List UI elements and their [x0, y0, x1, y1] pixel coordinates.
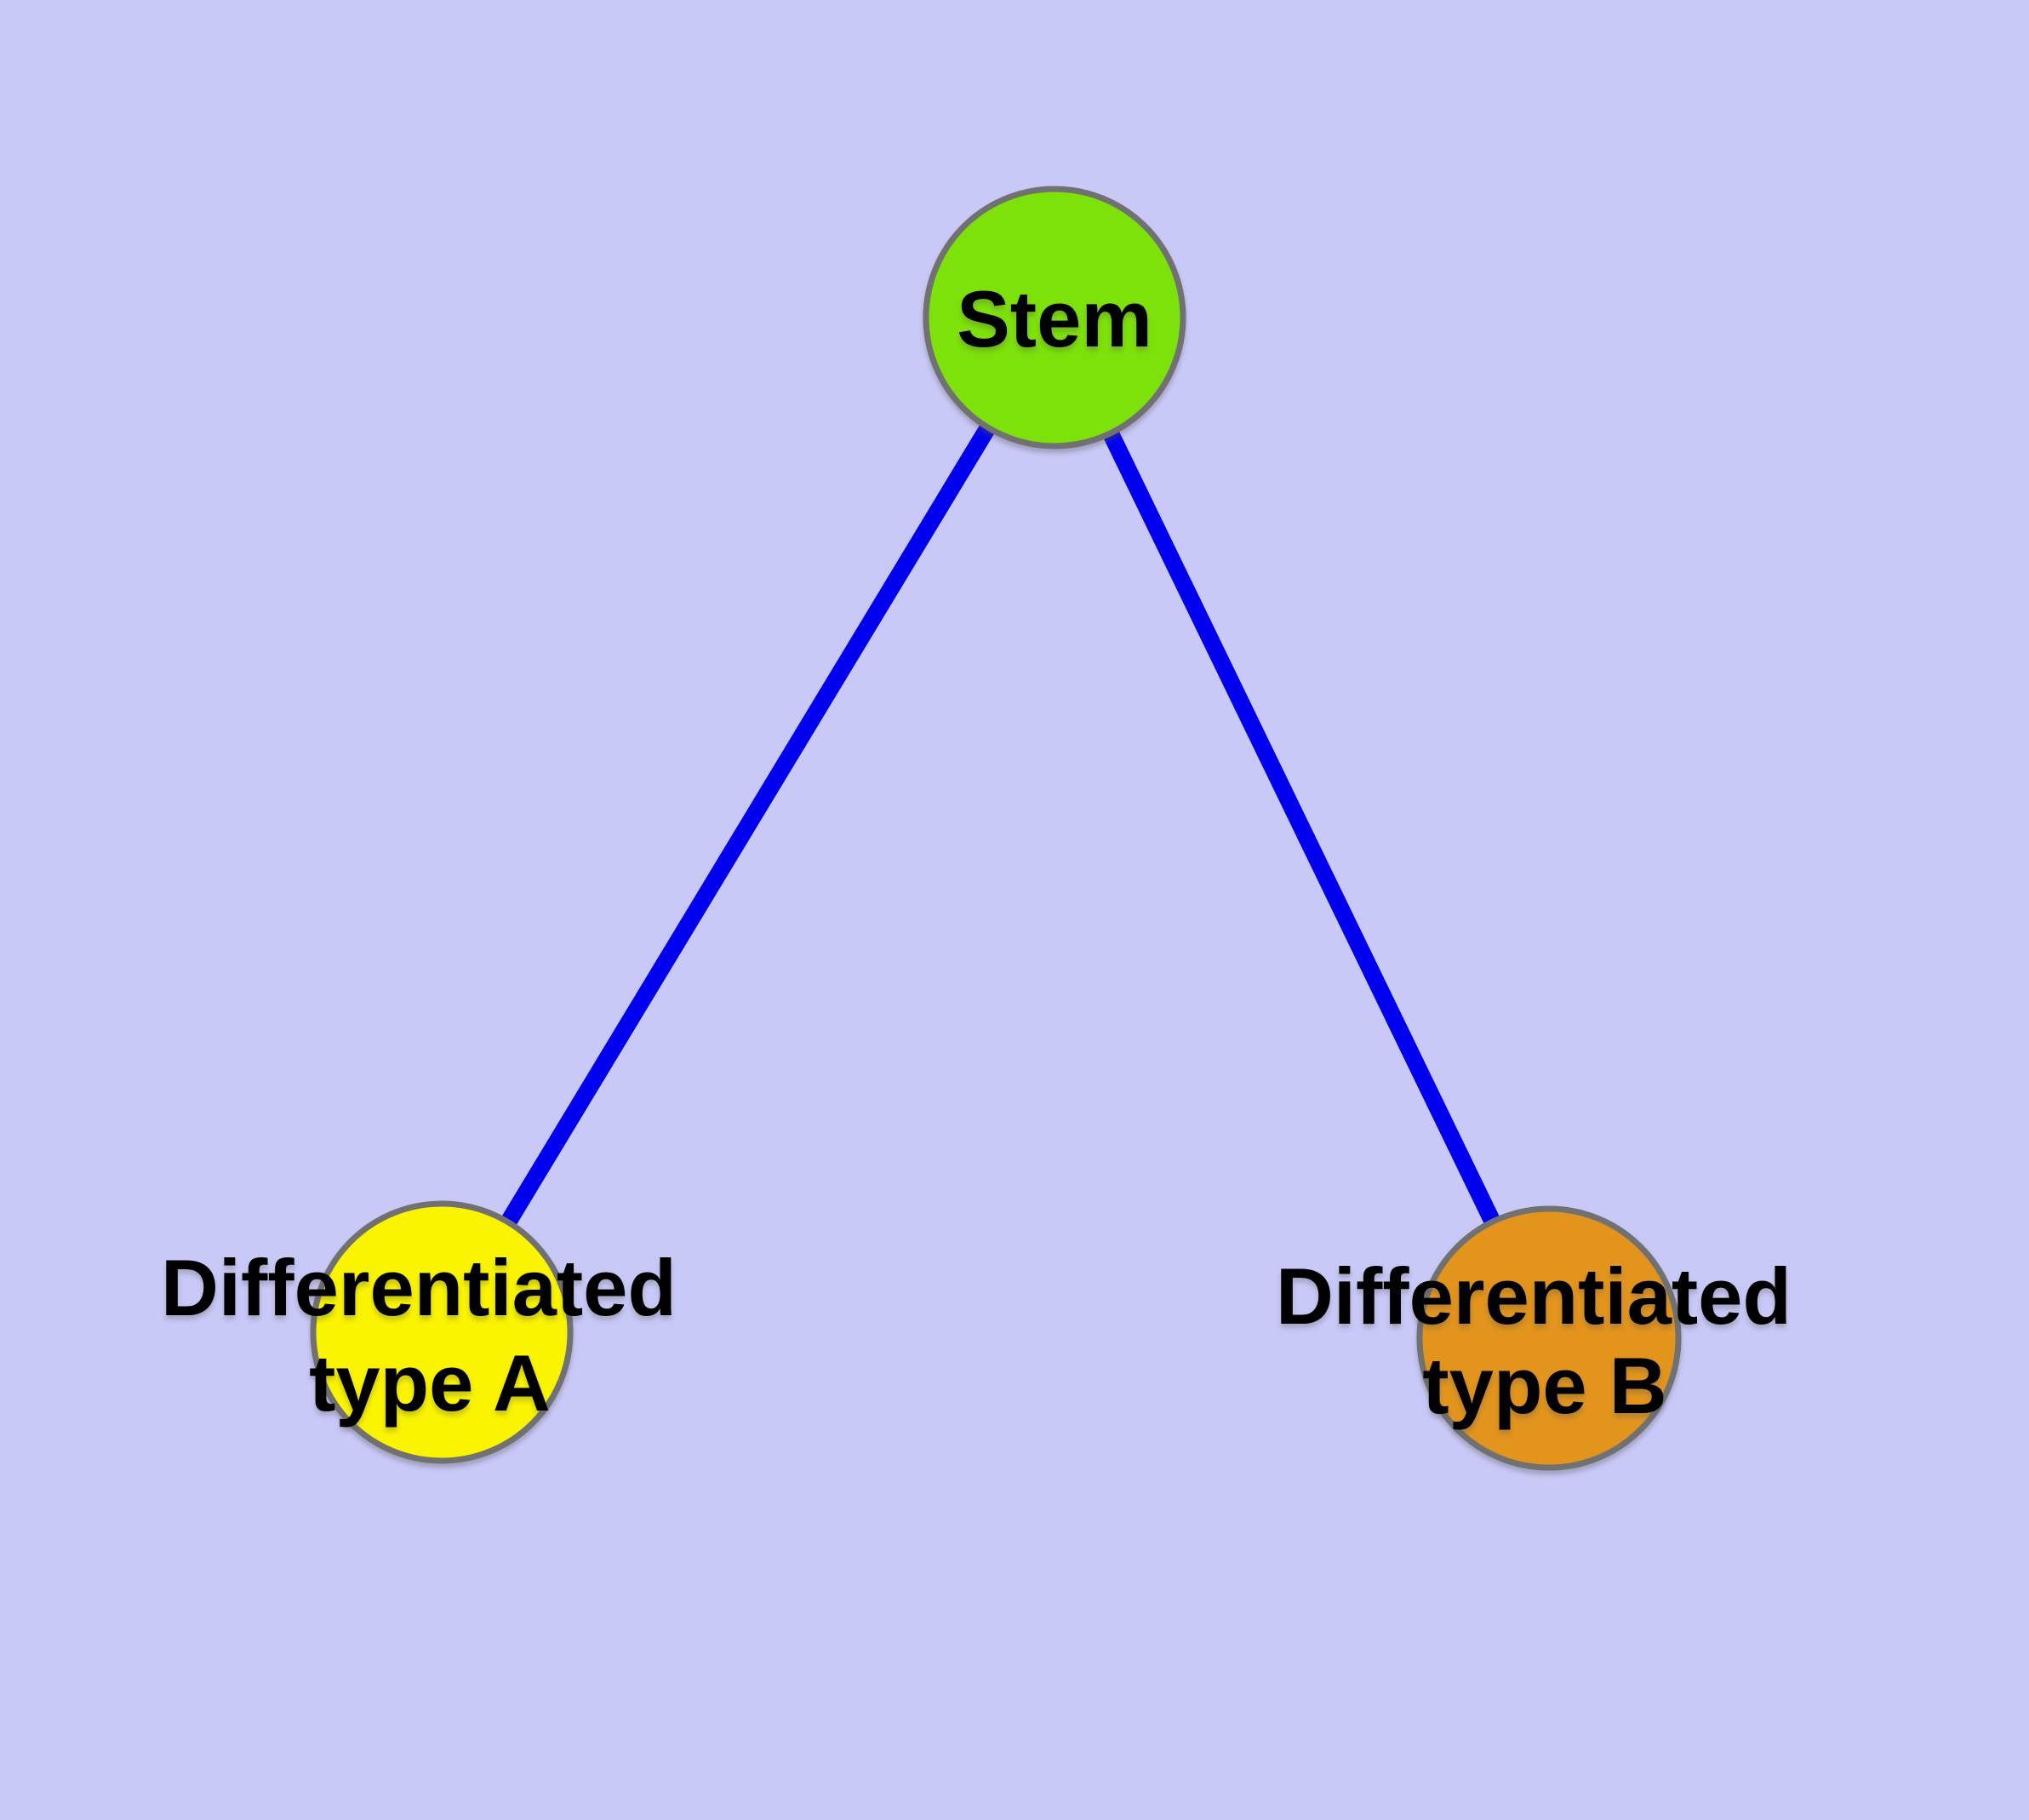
node-layer	[310, 186, 1682, 1471]
node-differentiated-type-a	[310, 1200, 574, 1464]
label-line: Differentiated	[161, 1243, 677, 1332]
edge-stem-to-type-a	[434, 312, 1062, 1337]
label-line: type A	[309, 1338, 551, 1428]
node-stem-label: Stem	[957, 274, 1152, 363]
label-line: Differentiated	[1276, 1251, 1792, 1341]
node-differentiated-type-b-label: Differentiated type B	[1276, 1251, 1814, 1430]
node-differentiated-type-b	[1416, 1205, 1682, 1471]
label-line: type B	[1422, 1341, 1666, 1430]
label-layer: Stem Differentiated type A Differentiate…	[161, 274, 1814, 1430]
edge-layer	[434, 312, 1557, 1342]
node-differentiated-type-a-label: Differentiated type A	[161, 1243, 699, 1428]
edge-stem-to-type-b	[1047, 313, 1557, 1342]
node-stem	[923, 186, 1186, 449]
